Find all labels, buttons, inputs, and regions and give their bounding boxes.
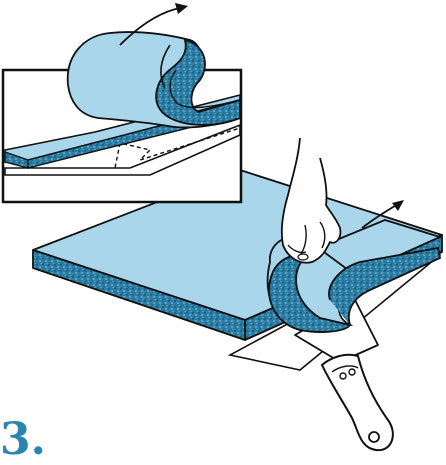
hand-outline [280,137,342,264]
putty-knife-handle [320,353,394,452]
inset-peeled-roll [66,31,241,129]
hand [280,137,342,264]
peel-direction-arrow-main [361,200,404,229]
putty-knife [294,299,394,452]
step-number-label: 3. [0,414,46,465]
peeled-roll [266,219,442,333]
peel-direction-arrow-inset [119,3,188,46]
rivet-2 [348,368,356,376]
rivet-1 [339,372,347,380]
handle-hole [368,431,380,443]
